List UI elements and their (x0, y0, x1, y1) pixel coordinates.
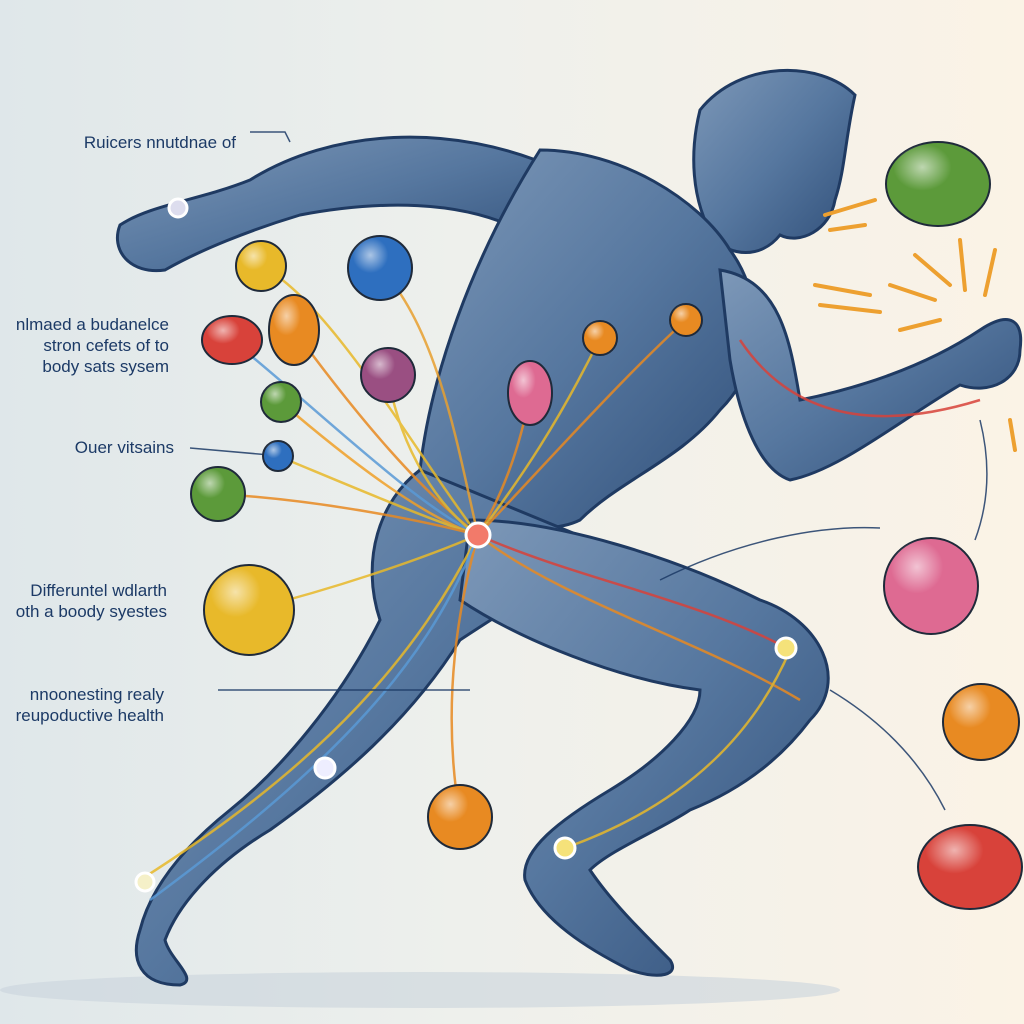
ball-highlight (261, 382, 301, 422)
ball-highlight (918, 825, 1022, 909)
ball-highlight (583, 321, 617, 355)
label-differential-line-2: oth a boody syestes (15, 602, 167, 621)
label-balance: nlmaed a budanelce stron cefets of to bo… (16, 314, 169, 377)
back-ankle-node (134, 871, 156, 893)
label-differential: Differuntel wdlarth oth a boody syestes (16, 580, 167, 622)
wrist-node (167, 197, 189, 219)
ground-shadow (0, 972, 840, 1008)
central-hub-node (464, 521, 492, 549)
label-vitamins: Ouer vitsains (74, 438, 174, 457)
burst-rays (813, 198, 1017, 452)
ball-highlight (428, 785, 492, 849)
label-reproductive: nnoonesting realy reupoductive health (16, 684, 164, 726)
knee-node (774, 636, 798, 660)
ball-highlight (263, 441, 293, 471)
back-knee-node (313, 756, 337, 780)
label-balance-line-2: stron cefets of to (43, 336, 169, 355)
ball-highlight (236, 241, 286, 291)
ball-highlight (348, 236, 412, 300)
ball-highlight (204, 565, 294, 655)
label-reproductive-line-2: reupoductive health (15, 706, 164, 725)
label-top: Ruicers nnutdnae of (83, 133, 236, 152)
ball-highlight (508, 361, 552, 425)
ball-highlight (191, 467, 245, 521)
ball-highlight (202, 316, 262, 364)
runner-body (115, 68, 1023, 987)
ball-highlight (943, 684, 1019, 760)
ball-highlight (361, 348, 415, 402)
label-differential-line-1: Differuntel wdlarth (30, 581, 167, 600)
ball-highlight (670, 304, 702, 336)
nerve-lines (139, 131, 988, 902)
ball-highlight (886, 142, 990, 226)
label-balance-line-3: body sats sysem (42, 357, 169, 376)
ankle-node (553, 836, 577, 860)
ball-highlight (269, 295, 319, 365)
label-reproductive-line-1: nnoonesting realy (29, 685, 164, 704)
nutrient-balls (190, 141, 1023, 910)
label-balance-line-1: nlmaed a budanelce (15, 315, 169, 334)
ball-highlight (884, 538, 978, 634)
